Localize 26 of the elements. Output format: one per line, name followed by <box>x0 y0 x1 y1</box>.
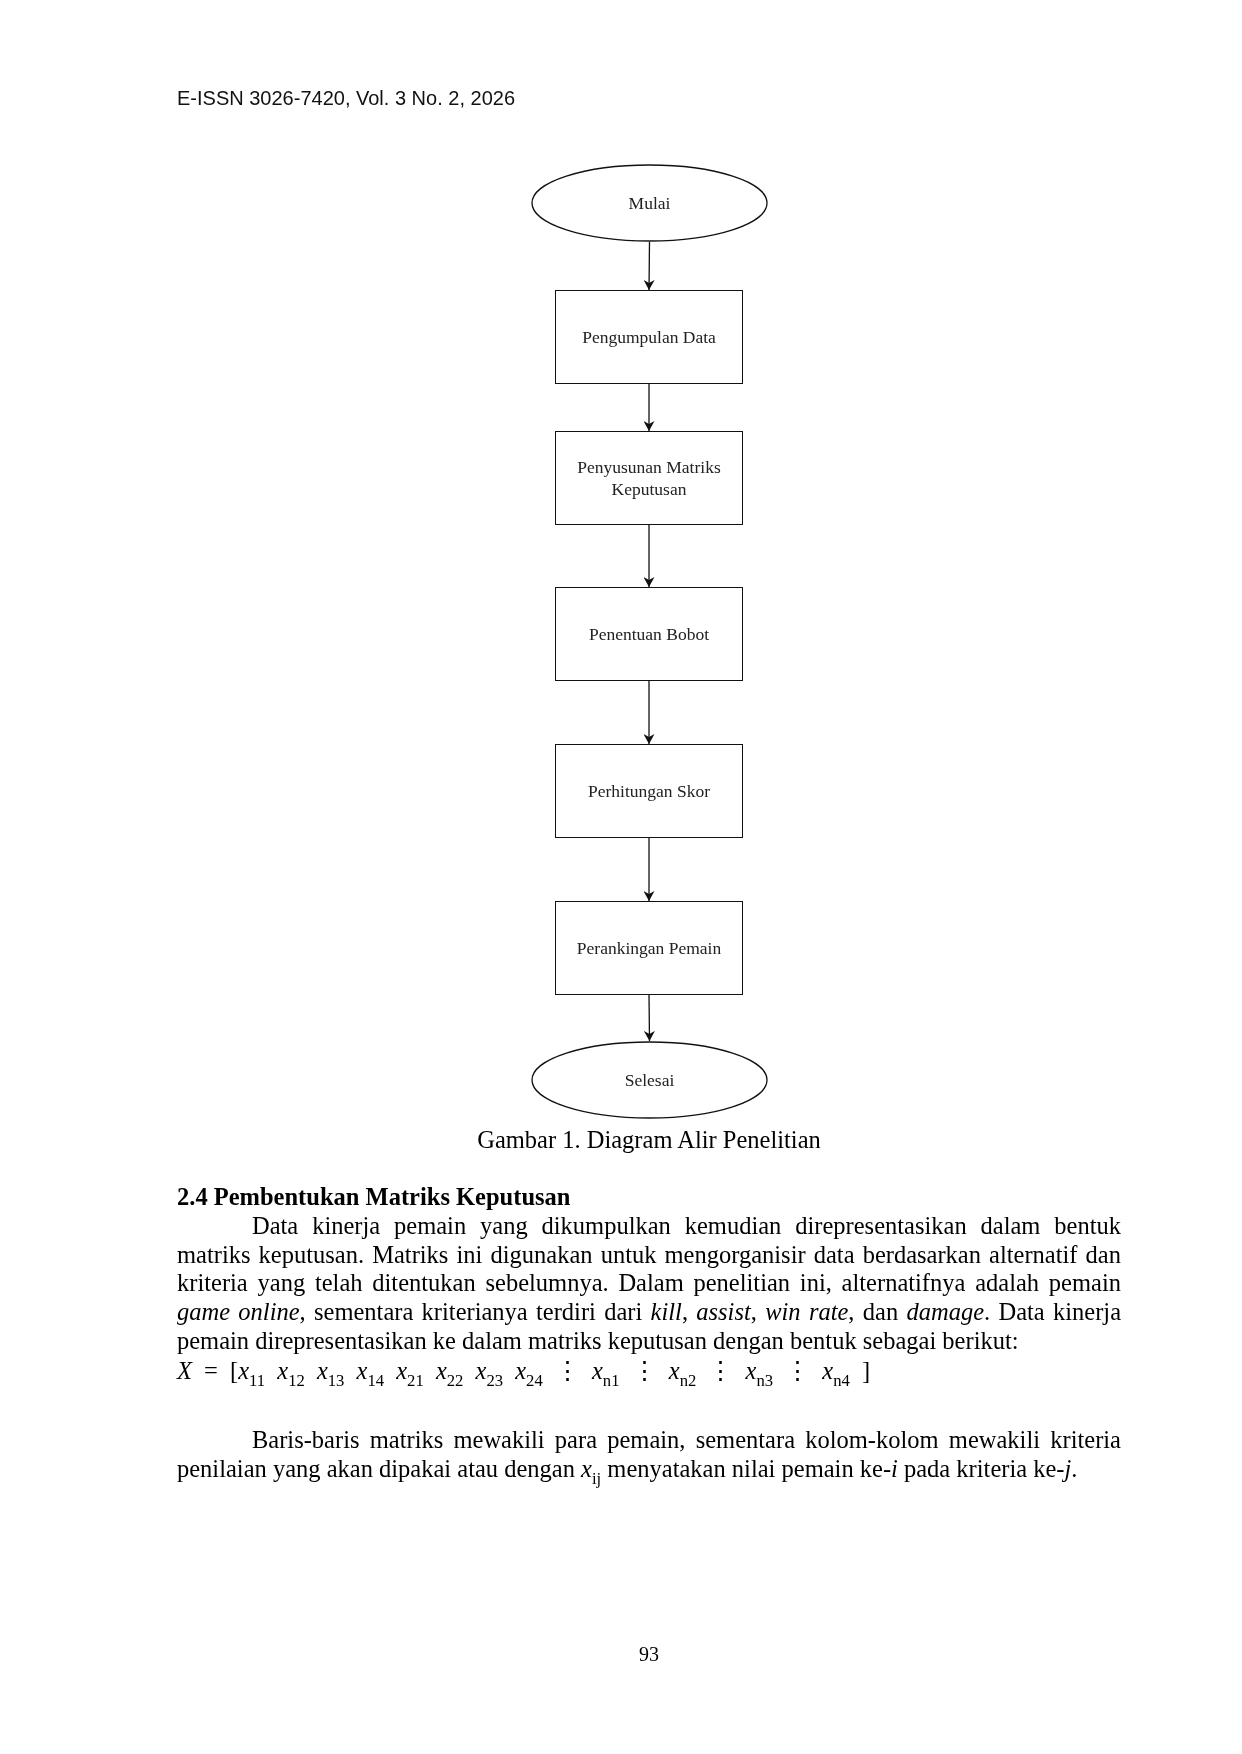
arrow <box>643 837 655 902</box>
process-box <box>555 431 743 525</box>
arrow <box>643 524 655 588</box>
step-label: Pengumpulan Data <box>582 326 716 348</box>
figure-caption: Gambar 1. Diagram Alir Penelitian <box>477 1126 821 1155</box>
process-box <box>555 587 743 681</box>
body-paragraph: Data kinerja pemain yang dikumpulkan kemudian direpresentasikan dalam bentuk matriks keputusan. Matriks ini digunakan untuk mengorganisir data berdasarkan alternatif dan kriteria yang telah ditentukan sebelumnya. Dalam penelitian ini, alternatifnya adalah pemain game online, sementara kriterianya terdiri dari kill, assist, win rate, dan damage. Data kinerja pemain direpresentasikan ke dalam matriks keputusan dengan bentuk sebagai berikut: <box>177 1212 1121 1356</box>
step-label: Perhitungan Skor <box>588 780 710 802</box>
step-label: Penyusunan Matriks Keputusan <box>576 456 722 500</box>
page-number: 93 <box>639 1642 659 1666</box>
process-box <box>555 290 743 384</box>
process-box <box>555 744 743 838</box>
arrow <box>643 680 655 745</box>
terminator-ellipse <box>531 1041 768 1119</box>
step-label: Penentuan Bobot <box>588 623 710 645</box>
step-label: Perankingan Pemain <box>576 937 722 959</box>
step-label: Mulai <box>628 192 671 214</box>
process-box <box>555 901 743 995</box>
step-label: Selesai <box>624 1069 675 1091</box>
arrow <box>643 241 655 291</box>
issue-info: E-ISSN 3026-7420, Vol. 3 No. 2, 2026 <box>177 86 515 111</box>
arrow <box>643 383 655 432</box>
section-heading: 2.4 Pembentukan Matriks Keputusan <box>177 1183 571 1212</box>
matrix-equation: X = [x$_{11}$ x$_{12}$ x$_{13}$ x$_{14}$ x$_{21}$ x$_{22}$ x$_{23}$ x$_{24}$ ⋮ x$_{n1}$ ⋮ x$_{n2}$ ⋮ x$_{n3}$ ⋮ x$_{n4}$ ] <box>177 1357 871 1386</box>
terminator-ellipse <box>531 164 768 242</box>
arrow <box>643 994 655 1042</box>
